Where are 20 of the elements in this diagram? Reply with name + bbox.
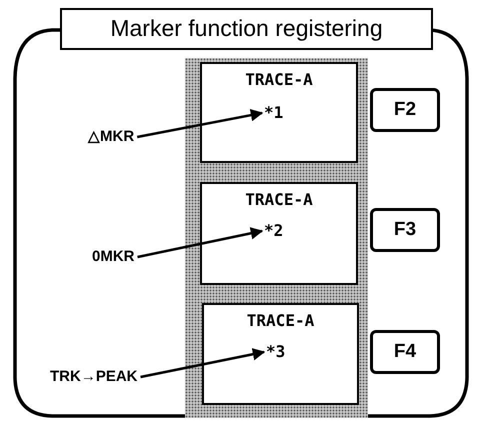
screen-box — [200, 182, 358, 285]
function-label: 0MKR — [92, 248, 135, 266]
marker-number: *2 — [264, 222, 292, 240]
screen-box — [202, 303, 359, 405]
panel-title: Marker function registering — [60, 8, 433, 50]
key-button: F3 — [370, 208, 440, 252]
arrow — [137, 227, 264, 258]
function-label: △MKR — [88, 128, 134, 146]
trace-name: TRACE-A — [244, 70, 314, 89]
screen-box — [200, 62, 358, 163]
trace-name: TRACE-A — [246, 311, 316, 330]
key-button: F4 — [370, 330, 440, 374]
marker-number: *1 — [264, 104, 292, 122]
arrow — [140, 348, 266, 378]
trace-name: TRACE-A — [244, 190, 314, 209]
arrow — [136, 108, 264, 138]
shaded-column — [185, 58, 368, 418]
marker-number: *3 — [266, 343, 294, 361]
key-button: F2 — [370, 88, 440, 132]
function-label: TRK→PEAK — [50, 368, 138, 386]
